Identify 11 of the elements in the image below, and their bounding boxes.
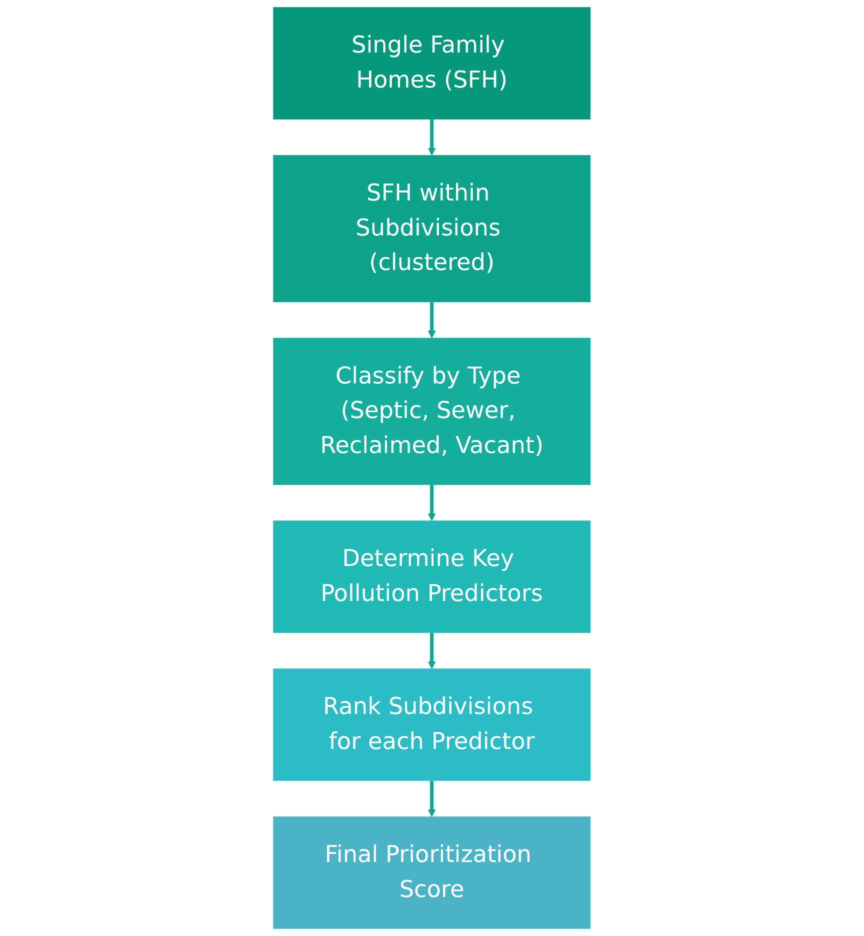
arrow [428,302,436,338]
node-box: Single Family Homes (SFH) [273,7,591,120]
arrow [428,119,436,156]
arrow [428,484,436,521]
node-box: Rank Subdivisions for each Predictor [273,668,591,781]
node-box: Classify by Type (Septic, Sewer, Reclaimed, Vacant) [273,338,591,485]
arrow [428,780,436,817]
arrow [428,632,436,669]
node-box: SFH within Subdivisions (clustered) [273,155,591,302]
node-box: Determine Key Pollution Predictors [273,520,591,633]
node-box: Final Prioritization Score [273,816,591,929]
